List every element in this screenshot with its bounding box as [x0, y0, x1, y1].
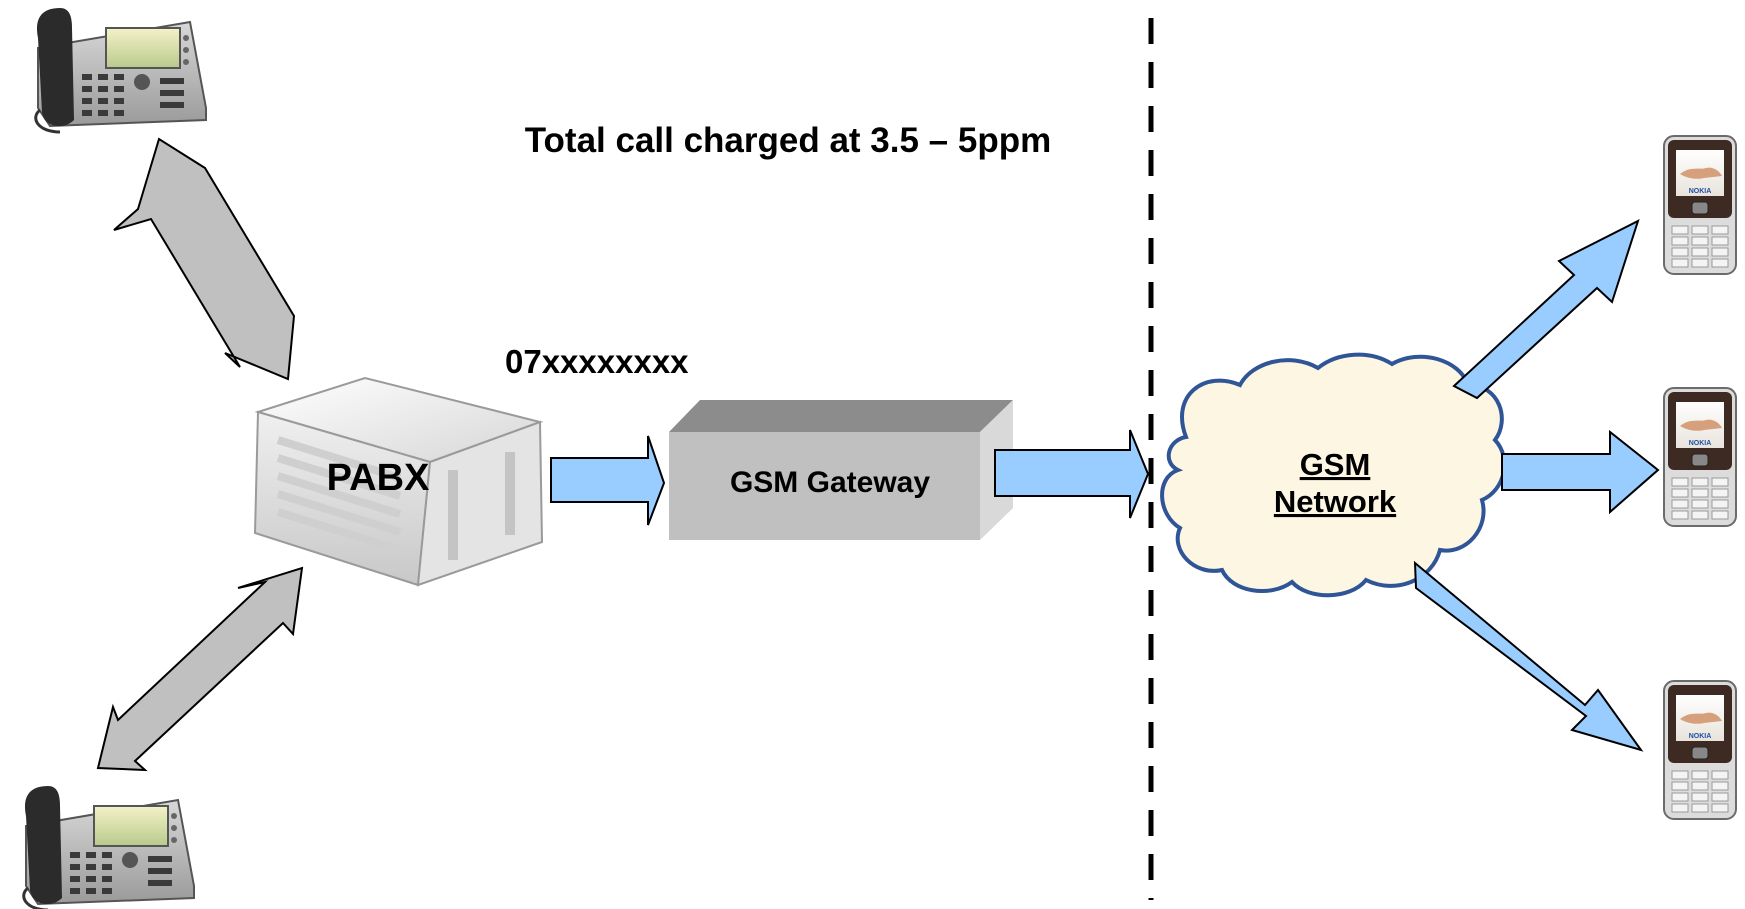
gsm-network-label-line1: GSM	[1300, 447, 1371, 482]
desk-phone-bottom-icon	[22, 784, 196, 909]
gateway-to-network-arrow	[994, 429, 1150, 519]
gsm-network-cloud-icon	[1160, 352, 1507, 598]
mobile-phone-middle-icon	[1663, 387, 1737, 527]
pabx-label: PABX	[327, 457, 430, 499]
gsm-gateway-label: GSM Gateway	[730, 466, 930, 499]
gsm-gateway-box	[669, 400, 1013, 540]
top-phone-link-arrow	[113, 137, 296, 381]
gsm-network-label-line2: Network	[1274, 484, 1397, 519]
mobile-phone-top-icon	[1663, 135, 1737, 275]
bottom-phone-link-arrow	[96, 566, 304, 772]
pabx-server-icon	[253, 376, 544, 587]
desk-phone-top-icon	[34, 6, 208, 134]
network-to-mobile-top-arrow	[1452, 219, 1640, 400]
charge-title: Total call charged at 3.5 – 5ppm	[525, 121, 1051, 160]
pabx-to-gateway-arrow	[550, 435, 666, 526]
dialed-number-label: 07xxxxxxxx	[505, 343, 689, 380]
mobile-phone-bottom-icon	[1663, 680, 1737, 820]
network-to-mobile-middle-arrow	[1501, 429, 1660, 515]
network-to-mobile-bottom-arrow	[1413, 560, 1644, 752]
